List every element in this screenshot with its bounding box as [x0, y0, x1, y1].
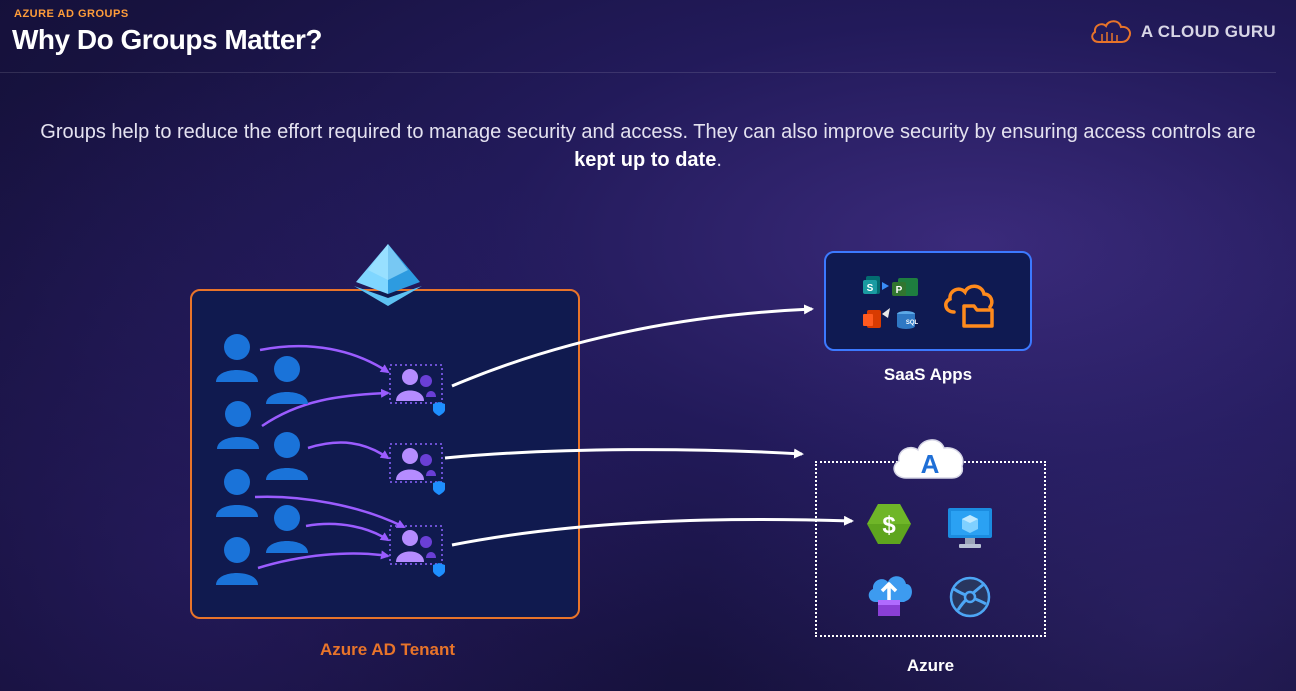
- virtual-machine-icon: [948, 508, 992, 548]
- security-group-icon: [389, 364, 445, 416]
- saas-apps-box: [824, 251, 1032, 351]
- project-letter: P: [896, 285, 903, 296]
- brand-logo: A CLOUD GURU: [1089, 18, 1276, 46]
- intro-text-part: Groups help to reduce the effort require…: [40, 121, 1256, 143]
- azure-cloud-icon: A: [893, 439, 964, 479]
- cloud-folder-icon: [944, 284, 994, 328]
- azure-label: Azure: [906, 656, 955, 675]
- user-icon: [216, 469, 258, 517]
- user-icon: [266, 505, 308, 553]
- brand-name: A CLOUD GURU: [1140, 22, 1276, 41]
- cloud-upload-icon: [868, 576, 912, 616]
- network-globe-icon: [949, 576, 991, 618]
- tenant-label: Azure AD Tenant: [319, 640, 456, 659]
- intro-text-end: .: [716, 149, 722, 171]
- section-label: AZURE AD GROUPS: [14, 8, 129, 20]
- office-apps-icon: S P SQL: [863, 276, 919, 329]
- intro-text: Groups help to reduce the effort require…: [40, 118, 1256, 174]
- functions-symbol: $: [882, 512, 896, 539]
- security-group-icon: [389, 525, 445, 577]
- saas-label: SaaS Apps: [883, 365, 973, 384]
- user-to-group-arrows: [254, 344, 406, 570]
- users-group: [216, 334, 308, 585]
- user-icon: [266, 432, 308, 480]
- sql-text: SQL: [906, 320, 919, 326]
- sharepoint-letter: S: [867, 283, 874, 294]
- group-to-resource-arrows: [444, 304, 854, 547]
- security-group-icon: [389, 443, 445, 495]
- user-icon: [217, 401, 259, 449]
- page-title: Why Do Groups Matter?: [12, 24, 322, 55]
- user-icon: [216, 537, 258, 585]
- user-icon: [216, 334, 258, 382]
- header-divider: [0, 72, 1276, 73]
- intro-text-bold: kept up to date: [574, 149, 717, 171]
- user-icon: [266, 356, 308, 404]
- azure-letter: A: [921, 449, 940, 479]
- cloud-logo-icon: [1091, 20, 1131, 43]
- azure-ad-icon: [354, 244, 422, 306]
- function-app-icon: $: [867, 504, 911, 544]
